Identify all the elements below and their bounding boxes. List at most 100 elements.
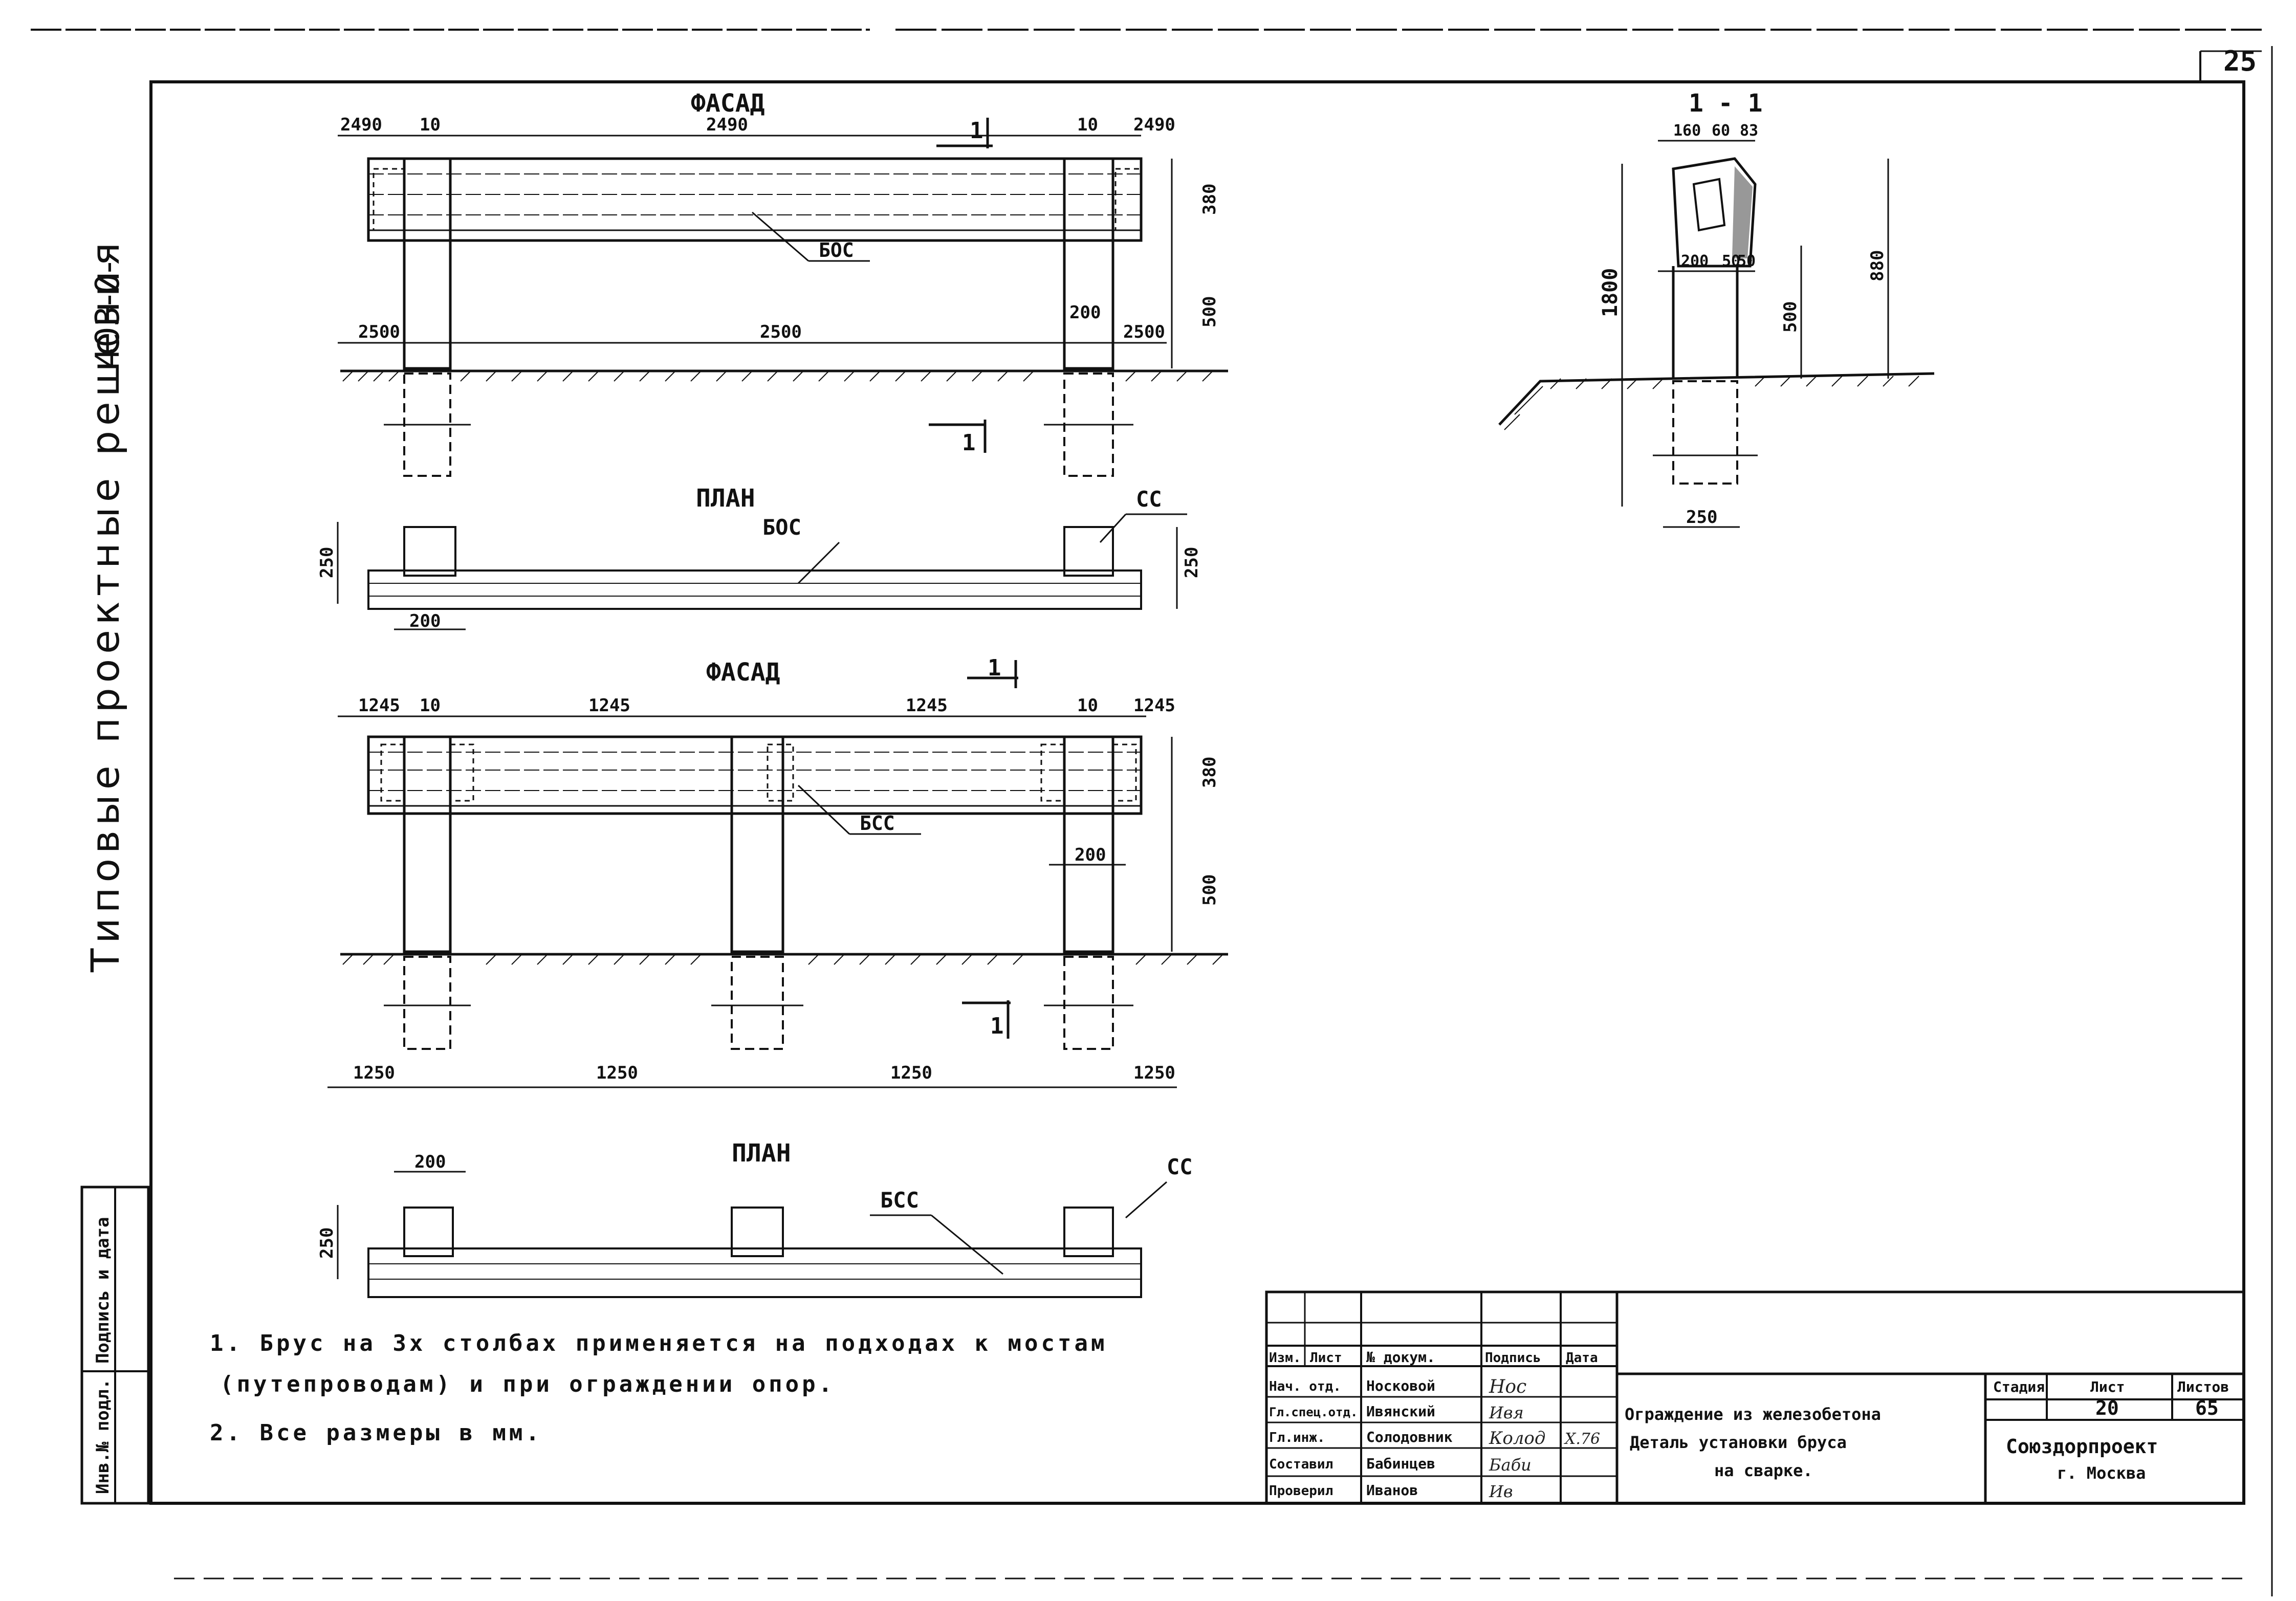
signature-2: Ивя (1489, 1403, 1524, 1422)
dim3-bottom-1: 1250 (353, 1063, 395, 1083)
plan-3-leader-left: БСС (880, 1188, 919, 1213)
plan-3-leader-right: СС (1167, 1154, 1193, 1179)
side-title-text: Типовые проектные решения (82, 237, 128, 973)
section-dim-total: 880 (1867, 250, 1888, 281)
dim3-top-3: 1245 (588, 695, 630, 716)
dim-top-4: 10 (1077, 115, 1098, 135)
dim-top-5: 2490 (1133, 115, 1175, 135)
tb-header-list: Лист (1310, 1350, 1342, 1366)
page-number: 25 (2223, 45, 2257, 77)
dim3-right-1: 380 (1199, 757, 1220, 788)
section-1-1: 1 - 1 160 60 83 200 50 50 1800 500 880 2… (1498, 89, 1935, 528)
tb-name-5: Иванов (1366, 1482, 1418, 1499)
facade-3-title: ФАСАД (706, 658, 780, 687)
facade-2-leader: БОС (819, 239, 854, 261)
tb-sheets-header: Листов (2177, 1378, 2229, 1395)
tb-name-3: Солодовник (1366, 1429, 1453, 1445)
tb-name-1: Носковой (1366, 1377, 1435, 1394)
facade-3-dim-post: 200 (1075, 845, 1106, 865)
dim-bottom-3: 200 (1069, 302, 1101, 323)
notes: 1. Брус на 3х столбах применяется на под… (210, 1330, 1107, 1446)
section-mark-top: 1 (970, 118, 983, 144)
dim-top-2: 10 (420, 115, 441, 135)
dim-top-3: 2490 (706, 115, 748, 135)
section3-mark-bottom: 1 (990, 1013, 1004, 1039)
tb-name-2: Ивянский (1366, 1403, 1435, 1420)
plan-3-dim-1: 200 (414, 1152, 446, 1172)
tb-role-4: Составил (1269, 1457, 1333, 1472)
note-2: 2. Все размеры в мм. (210, 1420, 542, 1446)
dim3-top-2: 10 (420, 695, 441, 716)
tb-name-4: Бабинцев (1366, 1455, 1435, 1472)
tb-org-1: Союздорпроект (2006, 1435, 2158, 1458)
dim3-bottom-4: 1250 (1133, 1063, 1175, 1083)
tb-header-sign: Подпись (1485, 1350, 1541, 1366)
section-dim-height: 1800 (1599, 268, 1622, 317)
section-title: 1 - 1 (1689, 89, 1763, 118)
section-dim-mid-1: 200 (1681, 252, 1709, 270)
dim3-top-4: 1245 (906, 695, 948, 716)
section-dim-top-1: 160 (1673, 122, 1701, 140)
signature-5: Ив (1489, 1482, 1513, 1501)
plan-2-dim-2: 250 (1182, 547, 1202, 578)
plan-2-leader-right: СС (1136, 487, 1162, 512)
plan-2-posts: ПЛАН БОС СС 250 250 200 (317, 484, 1202, 631)
signature-3: Колод (1489, 1428, 1545, 1449)
section-dim-mid-3: 50 (1737, 252, 1756, 270)
plan-3-title: ПЛАН (732, 1139, 791, 1168)
dim3-right-2: 500 (1199, 874, 1220, 906)
dim-bottom-2: 2500 (760, 322, 802, 342)
plan-2-dim-1: 250 (317, 547, 337, 578)
plan-2-dim-3: 200 (409, 611, 441, 631)
facade-3-leader: БСС (860, 812, 895, 835)
left-stamp: Подпись и дата Инв.№ подл. (80, 1186, 150, 1505)
note-1-cont: (путепроводам) и при ограждении опор. (220, 1371, 835, 1397)
dim-top-1: 2490 (340, 115, 382, 135)
dim3-top-5: 10 (1077, 695, 1098, 716)
side-series-text: 403-0- (89, 261, 127, 368)
section-dim-top-2: 60 (1712, 122, 1730, 140)
tb-stage-header: Стадия (1993, 1378, 2045, 1395)
tb-sheet-header: Лист (2090, 1378, 2125, 1395)
tb-header-izm: Изм. (1269, 1350, 1301, 1366)
stamp-inventory-label: Инв.№ подл. (93, 1379, 113, 1494)
dim3-bottom-2: 1250 (596, 1063, 638, 1083)
signature-1: Нос (1489, 1376, 1526, 1397)
tb-role-5: Проверил (1269, 1483, 1333, 1499)
section-dim-post-h: 500 (1780, 301, 1801, 333)
tb-header-date: Дата (1566, 1350, 1598, 1366)
tb-title-3: на сварке. (1714, 1461, 1813, 1480)
plan-2-leader-left: БОС (762, 515, 801, 540)
tb-title-1: Ограждение из железобетона (1625, 1405, 1881, 1424)
section-mark-bottom: 1 (962, 430, 976, 456)
dim3-top-6: 1245 (1133, 695, 1175, 716)
note-1: 1. Брус на 3х столбах применяется на под… (210, 1330, 1107, 1356)
dim-bottom-1: 2500 (358, 322, 400, 342)
facade-2-title: ФАСАД (691, 89, 765, 118)
dim3-top-1: 1245 (358, 695, 400, 716)
tb-role-3: Гл.инж. (1269, 1430, 1325, 1445)
dim-right-1: 380 (1199, 184, 1220, 215)
sheet-frame (31, 29, 2273, 1596)
tb-sheets-value: 65 (2195, 1397, 2219, 1419)
dim3-bottom-3: 1250 (890, 1063, 932, 1083)
title-block: Изм. Лист № докум. Подпись Дата Нач. отд… (1265, 1290, 2245, 1505)
dim-right-2: 500 (1199, 296, 1220, 327)
section-dim-top-3: 83 (1740, 122, 1758, 140)
dim-bottom-4: 2500 (1123, 322, 1165, 342)
tb-sheet-value: 20 (2095, 1397, 2119, 1419)
signature-4: Баби (1489, 1455, 1532, 1475)
facade-2-posts: ФАСАД 2490 10 2490 10 2490 БОС 380 500 2… (338, 89, 1228, 477)
tb-org-2: г. Москва (2057, 1463, 2146, 1483)
tb-title-2: Деталь установки бруса (1630, 1433, 1847, 1452)
stamp-signature-label: Подпись и дата (93, 1217, 113, 1364)
side-series: 403-0- (89, 261, 127, 368)
plan-3-dim-2: 250 (317, 1227, 337, 1259)
facade-3-posts: ФАСАД 1245 10 1245 1245 10 1245 БСС 200 … (327, 655, 1228, 1088)
tb-role-2: Гл.спец.отд. (1269, 1405, 1358, 1419)
tb-date-3: X.76 (1564, 1430, 1600, 1448)
side-title: Типовые проектные решения (82, 237, 128, 973)
section3-mark-top: 1 (988, 655, 1001, 681)
plan-2-title: ПЛАН (696, 484, 755, 513)
